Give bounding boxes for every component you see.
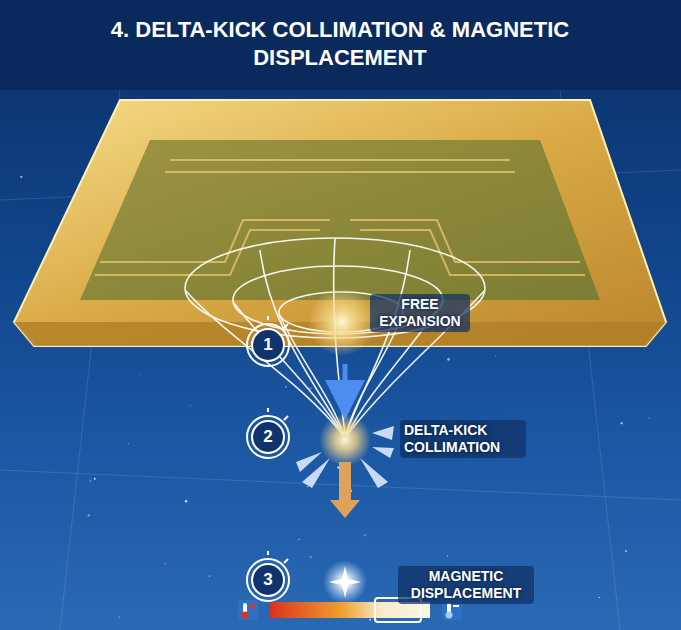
bright-star xyxy=(329,566,361,598)
star xyxy=(309,387,312,390)
star xyxy=(649,417,650,418)
thermometer-hot xyxy=(238,600,258,620)
star xyxy=(138,374,139,375)
star xyxy=(598,597,599,598)
star xyxy=(369,619,371,621)
chip-wires xyxy=(95,160,585,275)
stopwatch-rings xyxy=(247,316,289,601)
star xyxy=(447,555,448,556)
callout-number: 3 xyxy=(251,563,285,597)
callout-number: 1 xyxy=(251,328,285,362)
star xyxy=(189,404,191,406)
star xyxy=(185,500,187,502)
star xyxy=(118,617,120,619)
stage-label: FREE EXPANSION xyxy=(370,294,470,332)
collimated-cloud xyxy=(319,414,371,466)
flow-arrow xyxy=(330,462,360,518)
stage-label: DELTA-KICK COLLIMATION xyxy=(400,420,526,458)
grid xyxy=(0,90,681,630)
field-lines xyxy=(185,238,485,435)
star xyxy=(89,480,91,482)
temperature-bar xyxy=(270,602,430,618)
star xyxy=(447,358,450,361)
star xyxy=(620,422,622,424)
star xyxy=(364,534,366,536)
star xyxy=(56,561,58,563)
star xyxy=(128,443,129,444)
star xyxy=(298,539,300,541)
star xyxy=(495,355,496,356)
star xyxy=(183,601,185,603)
star xyxy=(333,391,335,393)
chip-surface xyxy=(80,140,600,300)
star xyxy=(209,575,211,577)
star xyxy=(94,478,96,480)
star xyxy=(307,486,308,487)
star xyxy=(625,550,627,552)
diagram-title: 4. DELTA-KICK COLLIMATION & MAGNETIC DIS… xyxy=(110,16,570,72)
star xyxy=(285,386,287,388)
displaced-cloud xyxy=(323,560,367,604)
star xyxy=(603,395,605,397)
star xyxy=(164,563,166,565)
star xyxy=(647,367,649,369)
atom-cloud xyxy=(308,288,376,356)
stage-label: MAGNETIC DISPLACEMENT xyxy=(398,566,534,604)
flow-arrow xyxy=(343,364,348,400)
callout-number: 2 xyxy=(251,420,285,454)
title-band xyxy=(0,0,681,90)
star xyxy=(20,176,22,178)
star xyxy=(88,514,91,517)
star xyxy=(310,556,312,558)
